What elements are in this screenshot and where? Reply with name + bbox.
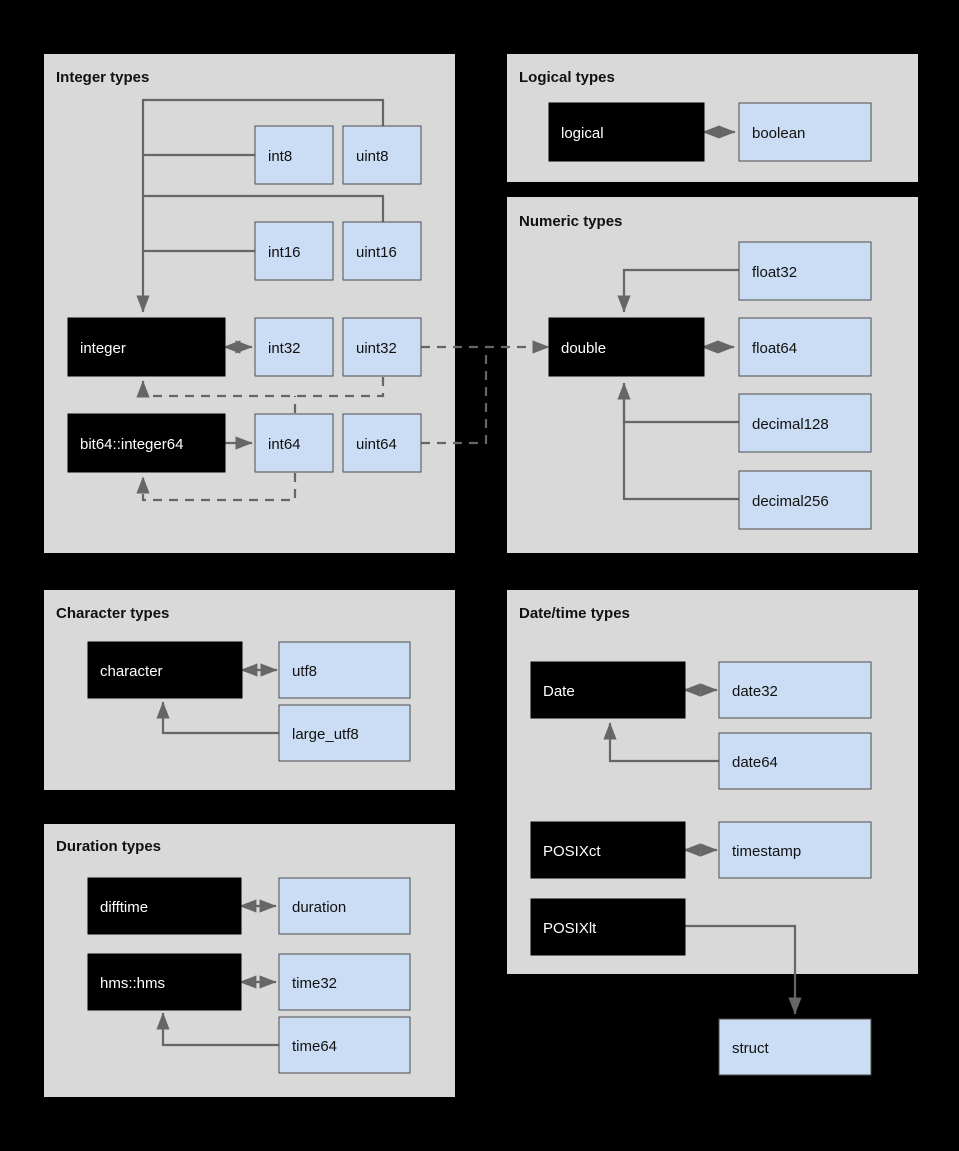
node-label: timestamp: [732, 843, 801, 860]
node-label: character: [100, 663, 163, 680]
edge-posixlt-to-struct: [685, 924, 802, 1015]
node-boolean[interactable]: boolean: [738, 102, 872, 162]
node-label: float32: [752, 264, 797, 281]
panel-title: Logical types: [519, 69, 615, 86]
node-uint8[interactable]: uint8: [342, 125, 422, 185]
panel-title: Integer types: [56, 69, 149, 86]
edge-uint64-to-double: [421, 347, 488, 445]
node-time64[interactable]: time64: [278, 1016, 411, 1074]
node-int16[interactable]: int16: [254, 221, 334, 281]
edge-int64-to-bit64: [136, 473, 297, 502]
node-label: int32: [268, 340, 301, 357]
node-date32[interactable]: date32: [718, 661, 872, 719]
node-int64[interactable]: int64: [254, 413, 334, 473]
node-large-utf8[interactable]: large_utf8: [278, 704, 411, 762]
edge-uint8-to-integer: [136, 98, 385, 313]
node-label: date32: [732, 683, 778, 700]
node-label: int16: [268, 244, 301, 261]
node-uint64[interactable]: uint64: [342, 413, 422, 473]
node-label: uint64: [356, 436, 397, 453]
node-label: bit64::integer64: [80, 436, 183, 453]
node-float32[interactable]: float32: [738, 241, 872, 301]
node-label: double: [561, 340, 606, 357]
node-int8[interactable]: int8: [254, 125, 334, 185]
panel-title: Character types: [56, 605, 169, 622]
edge-time64-to-hmshms: [156, 1012, 279, 1047]
node-label: decimal128: [752, 416, 829, 433]
edge-largeutf8-to-character: [156, 701, 279, 735]
node-POSIXlt[interactable]: POSIXlt: [530, 898, 686, 956]
node-POSIXct[interactable]: POSIXct: [530, 821, 686, 879]
node-difftime[interactable]: difftime: [87, 877, 242, 935]
node-decimal256[interactable]: decimal256: [738, 470, 872, 530]
node-int32[interactable]: int32: [254, 317, 334, 377]
node-double[interactable]: double: [548, 317, 705, 377]
node-duration[interactable]: duration: [278, 877, 411, 935]
node-label: uint8: [356, 148, 389, 165]
node-label: Date: [543, 683, 575, 700]
node-label: large_utf8: [292, 726, 359, 743]
node-float64[interactable]: float64: [738, 317, 872, 377]
node-bit64-integer64[interactable]: bit64::integer64: [67, 413, 226, 473]
panel-title: Numeric types: [519, 213, 622, 230]
node-time32[interactable]: time32: [278, 953, 411, 1011]
node-label: uint32: [356, 340, 397, 357]
node-uint32[interactable]: uint32: [342, 317, 422, 377]
node-label: POSIXlt: [543, 920, 597, 937]
node-label: duration: [292, 899, 346, 916]
node-label: difftime: [100, 899, 148, 916]
node-utf8[interactable]: utf8: [278, 641, 411, 699]
panel-title: Duration types: [56, 838, 161, 855]
node-label: time32: [292, 975, 337, 992]
node-label: int64: [268, 436, 301, 453]
panel-title: Date/time types: [519, 605, 630, 622]
node-character[interactable]: character: [87, 641, 243, 699]
node-Date[interactable]: Date: [530, 661, 686, 719]
node-label: decimal256: [752, 493, 829, 510]
edge-decimal256-to-double: [622, 383, 739, 501]
node-label: uint16: [356, 244, 397, 261]
edge-uint16-to-integer: [143, 194, 385, 224]
node-label: time64: [292, 1038, 337, 1055]
node-label: date64: [732, 754, 778, 771]
node-label: utf8: [292, 663, 317, 680]
node-hms-hms[interactable]: hms::hms: [87, 953, 242, 1011]
node-struct[interactable]: struct: [718, 1018, 872, 1076]
node-label: logical: [561, 125, 604, 142]
node-label: struct: [732, 1040, 770, 1057]
node-label: int8: [268, 148, 292, 165]
edge-float32-to-double: [617, 268, 739, 313]
node-integer[interactable]: integer: [67, 317, 226, 377]
node-label: float64: [752, 340, 797, 357]
node-date64[interactable]: date64: [718, 732, 872, 790]
node-label: hms::hms: [100, 975, 165, 992]
edge-date64-to-date: [603, 722, 719, 763]
node-logical[interactable]: logical: [548, 102, 705, 162]
node-label: boolean: [752, 125, 805, 142]
node-label: integer: [80, 340, 126, 357]
node-label: POSIXct: [543, 843, 601, 860]
node-decimal128[interactable]: decimal128: [738, 393, 872, 453]
node-timestamp[interactable]: timestamp: [718, 821, 872, 879]
node-uint16[interactable]: uint16: [342, 221, 422, 281]
